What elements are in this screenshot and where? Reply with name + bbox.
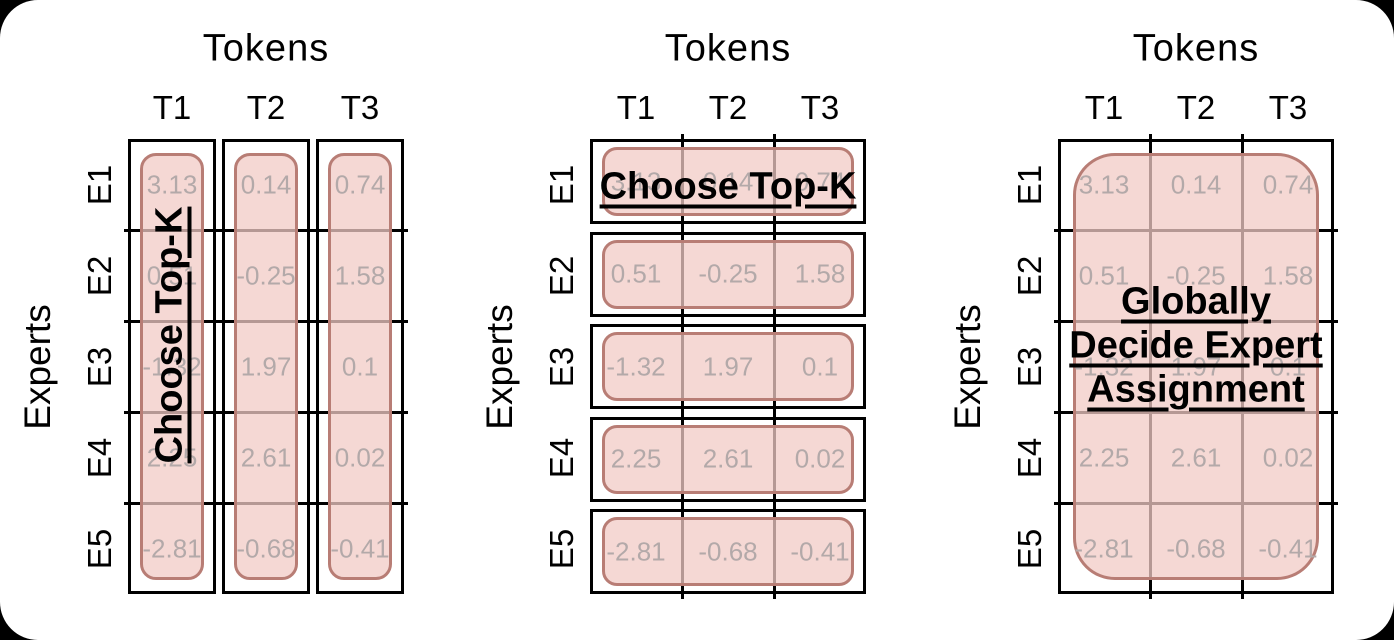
cell-value-e5-t3: -0.41 — [330, 533, 390, 563]
column-highlight-pill-t3 — [328, 153, 392, 580]
cell-value-e3-t2: 1.97 — [702, 351, 754, 381]
tokens-title: Tokens — [202, 27, 330, 70]
expert-label-e2: E2 — [1011, 255, 1048, 296]
cell-value-e2-t2: -0.25 — [698, 258, 758, 289]
annotation-global-assignment-line-3: Assignment — [1087, 368, 1305, 411]
expert-label-e3: E3 — [543, 346, 580, 387]
cell-value-e4-t2: 2.61 — [240, 442, 292, 472]
cell-value-e1-t2: 0.14 — [1170, 169, 1222, 199]
matrix-column-box-t1 — [128, 139, 216, 594]
token-header-t3: T3 — [340, 89, 380, 126]
column-highlight-pill-t1 — [140, 153, 204, 580]
cell-value-e1-t1: 3.13 — [1078, 169, 1130, 199]
cell-value-e1-t2: 0.14 — [702, 166, 754, 196]
matrix-row-box-e1 — [590, 139, 866, 224]
expert-label-e4: E4 — [1011, 437, 1048, 478]
tokens-title: Tokens — [664, 27, 792, 70]
cell-value-e3-t3: 0.1 — [341, 351, 379, 381]
expert-label-e4: E4 — [543, 437, 580, 478]
cell-value-e2-t3: 1.58 — [334, 260, 386, 290]
cell-value-e2-t2: -0.25 — [236, 260, 296, 290]
cell-value-e1-t1: 3.13 — [146, 169, 198, 199]
cell-value-e1-t1: 3.13 — [610, 166, 662, 196]
cell-value-e4-t1: 2.25 — [1078, 442, 1130, 472]
cell-value-e4-t3: 0.02 — [334, 442, 386, 472]
token-header-t2: T2 — [246, 89, 286, 126]
cell-value-e4-t2: 2.61 — [702, 443, 754, 474]
annotation-global-assignment-line-2: Decide Expert — [1069, 324, 1323, 367]
global-highlight-pill — [1073, 153, 1319, 580]
expert-label-e1: E1 — [543, 164, 580, 205]
cell-value-e3-t2: 1.97 — [1170, 351, 1222, 381]
cell-value-e2-t1: 0.51 — [146, 260, 198, 290]
expert-label-e3: E3 — [1011, 346, 1048, 387]
cell-value-e5-t1: -2.81 — [142, 533, 202, 563]
expert-label-e2: E2 — [81, 255, 118, 296]
cell-value-e3-t3: 0.1 — [801, 351, 839, 381]
token-header-t2: T2 — [708, 89, 748, 126]
expert-label-e2: E2 — [543, 255, 580, 296]
matrix-row-box-e5 — [590, 509, 866, 594]
cell-value-e1-t3: 0.74 — [1262, 169, 1314, 199]
cell-value-e5-t2: -0.68 — [698, 536, 758, 566]
row-highlight-pill-e4 — [602, 424, 854, 494]
expert-label-e3: E3 — [81, 346, 118, 387]
cell-value-e2-t1: 0.51 — [1078, 260, 1130, 290]
experts-title: Experts — [947, 303, 988, 430]
cell-value-e2-t2: -0.25 — [1166, 260, 1226, 290]
matrix-outer-box — [1058, 139, 1334, 594]
cell-value-e1-t3: 0.74 — [334, 169, 386, 199]
annotation-global-assignment-line-1: Globally — [1121, 280, 1271, 323]
cell-value-e4-t1: 2.25 — [146, 442, 198, 472]
cell-value-e4-t2: 2.61 — [1170, 442, 1222, 472]
matrix-column-box-t3 — [316, 139, 404, 594]
matrix-row-box-e3 — [590, 324, 866, 409]
matrix-column-box-t2 — [222, 139, 310, 594]
expert-label-e5: E5 — [81, 528, 118, 569]
expert-label-e5: E5 — [1011, 528, 1048, 569]
annotation-choose-topk-vertical: Choose Top-K — [148, 206, 191, 464]
cell-value-e1-t2: 0.14 — [240, 169, 292, 199]
cell-value-e5-t2: -0.68 — [1166, 533, 1226, 563]
cell-value-e1-t3: 0.74 — [794, 166, 846, 196]
row-highlight-pill-e3 — [602, 332, 854, 401]
experts-title: Experts — [17, 303, 58, 430]
cell-value-e5-t2: -0.68 — [236, 533, 296, 563]
token-header-t2: T2 — [1176, 89, 1216, 126]
cell-value-e2-t1: 0.51 — [610, 258, 662, 289]
cell-value-e3-t1: -1.32 — [1074, 351, 1134, 381]
cell-value-e3-t1: -1.32 — [606, 351, 666, 381]
cell-value-e2-t3: 1.58 — [794, 258, 846, 289]
expert-label-e1: E1 — [81, 164, 118, 205]
expert-label-e5: E5 — [543, 528, 580, 569]
row-highlight-pill-e2 — [602, 239, 854, 309]
matrix-row-box-e4 — [590, 416, 866, 502]
cell-value-e3-t1: -1.32 — [142, 351, 202, 381]
token-header-t1: T1 — [152, 89, 192, 126]
cell-value-e3-t3: 0.1 — [1269, 351, 1307, 381]
annotation-choose-topk-horizontal: Choose Top-K — [599, 165, 857, 208]
cell-value-e3-t2: 1.97 — [240, 351, 292, 381]
cell-value-e5-t3: -0.41 — [1258, 533, 1318, 563]
row-highlight-pill-e5 — [602, 517, 854, 586]
expert-label-e1: E1 — [1011, 164, 1048, 205]
experts-title: Experts — [479, 303, 520, 430]
row-highlight-pill-e1 — [602, 147, 854, 216]
token-header-t1: T1 — [616, 89, 656, 126]
cell-value-e4-t1: 2.25 — [610, 443, 662, 474]
expert-label-e4: E4 — [81, 437, 118, 478]
cell-value-e5-t3: -0.41 — [790, 536, 850, 566]
matrix-row-box-e2 — [590, 231, 866, 317]
cell-value-e2-t3: 1.58 — [1262, 260, 1314, 290]
cell-value-e4-t3: 0.02 — [794, 443, 846, 474]
token-header-t1: T1 — [1084, 89, 1124, 126]
cell-value-e4-t3: 0.02 — [1262, 442, 1314, 472]
column-highlight-pill-t2 — [234, 153, 298, 580]
token-header-t3: T3 — [1268, 89, 1308, 126]
tokens-title: Tokens — [1132, 27, 1260, 70]
cell-value-e5-t1: -2.81 — [1074, 533, 1134, 563]
cell-value-e5-t1: -2.81 — [606, 536, 666, 566]
token-header-t3: T3 — [800, 89, 840, 126]
